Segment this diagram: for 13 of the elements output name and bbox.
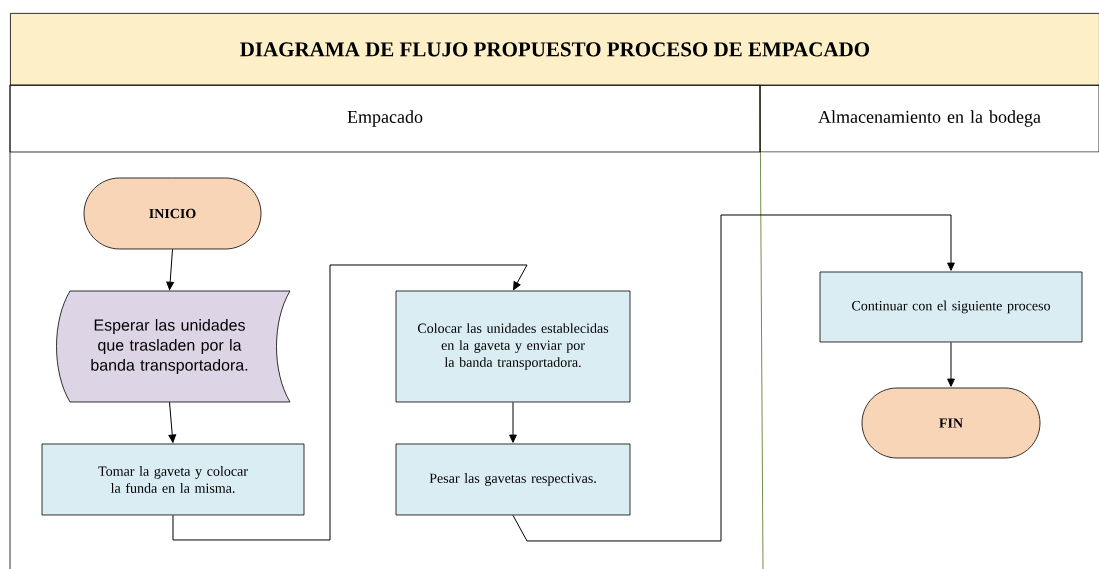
process-box: Tomar la gaveta y colocar la funda en la misma. bbox=[41, 443, 305, 516]
arrow bbox=[947, 341, 955, 387]
arrow bbox=[512, 214, 955, 542]
process-box: Colocar las unidades establecidas en la gaveta y enviar por la banda transportadora. bbox=[395, 290, 631, 403]
arrow bbox=[166, 248, 174, 291]
arrow bbox=[172, 264, 528, 541]
process-box: Continuar con el siguiente proceso bbox=[819, 271, 1083, 343]
arrow bbox=[509, 401, 517, 443]
title-band: DIAGRAMA DE FLUJO PROPUESTO PROCESO DE EMPACADO bbox=[10, 13, 1099, 86]
arrow bbox=[168, 401, 177, 443]
lane-header: Empacado bbox=[9, 84, 761, 153]
lane-header: Almacenamiento en la bodega bbox=[759, 84, 1099, 153]
process-box: Pesar las gavetas respectivas. bbox=[395, 443, 631, 516]
